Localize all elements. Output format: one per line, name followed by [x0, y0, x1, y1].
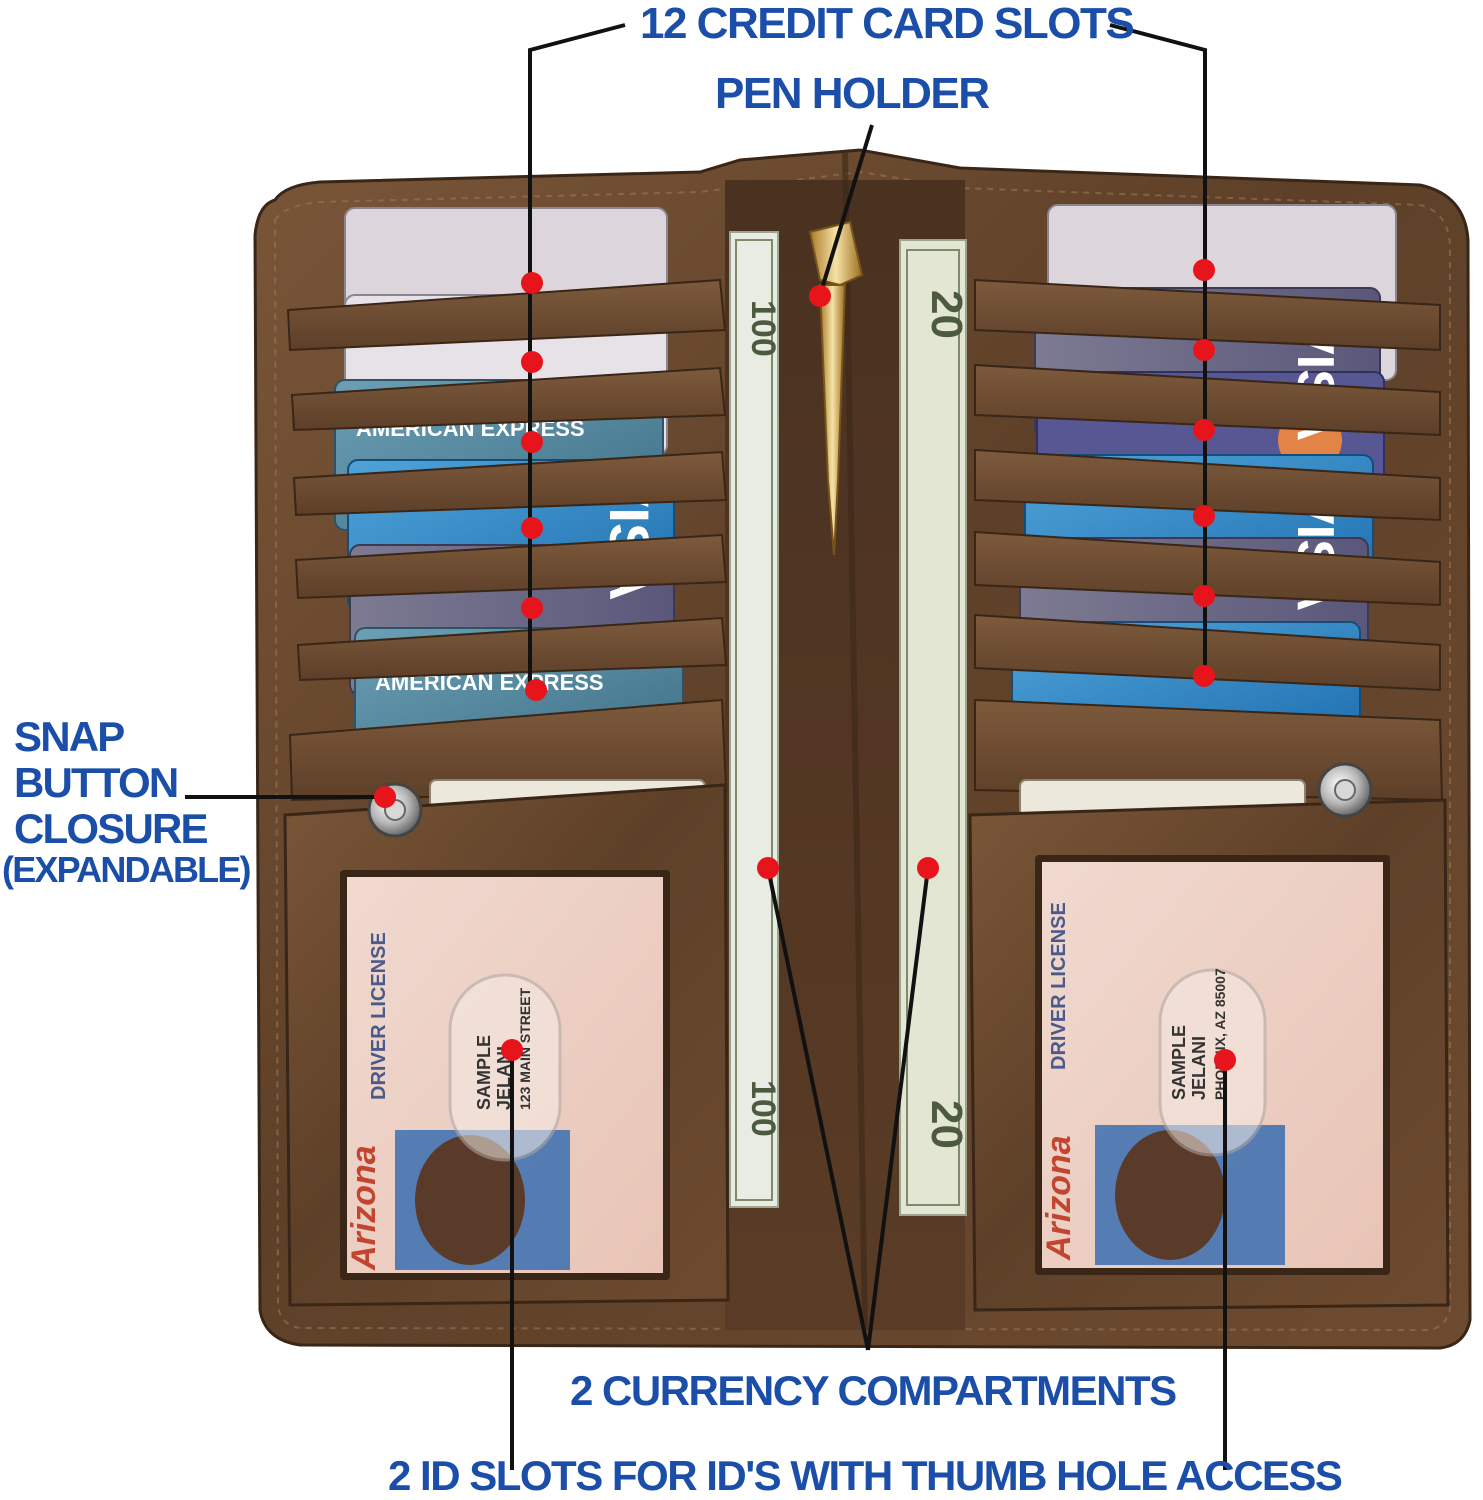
- marker-dot: [809, 285, 831, 307]
- license-name: JELANI: [494, 1046, 514, 1110]
- marker-dot: [521, 431, 543, 453]
- snap-label-line: SNAP: [14, 713, 125, 760]
- marker-dot: [1193, 339, 1215, 361]
- marker-dot: [501, 1039, 523, 1061]
- marker-dot: [521, 272, 543, 294]
- marker-dot: [917, 857, 939, 879]
- license-name: JELANI: [1189, 1036, 1209, 1100]
- license-name: SAMPLE: [1169, 1025, 1189, 1100]
- id-slots-label: 2 ID SLOTS FOR ID'S WITH THUMB HOLE ACCE…: [388, 1452, 1343, 1499]
- license-title: DRIVER LICENSE: [1048, 902, 1070, 1070]
- right-id-window: DRIVER LICENSE Arizona SAMPLE JELANI PHO…: [1035, 855, 1390, 1275]
- marker-dot: [525, 679, 547, 701]
- marker-dot: [1193, 419, 1215, 441]
- pen-holder-label: PEN HOLDER: [715, 69, 990, 118]
- annotation-lines: [185, 23, 1227, 1470]
- right-bill: 20 20: [899, 239, 971, 1216]
- license-state: Arizona: [345, 1145, 383, 1271]
- svg-text:100: 100: [744, 1080, 782, 1137]
- snap-label-line: CLOSURE: [14, 805, 209, 852]
- marker-dot: [521, 351, 543, 373]
- marker-dot: [1193, 585, 1215, 607]
- left-bill: 100 100: [729, 231, 782, 1208]
- marker-dot: [1193, 259, 1215, 281]
- annotation-markers: [374, 259, 1236, 1071]
- marker-dot: [1193, 665, 1215, 687]
- marker-dot: [521, 597, 543, 619]
- marker-dot: [1193, 505, 1215, 527]
- svg-text:20: 20: [922, 1100, 971, 1149]
- left-id-window: DRIVER LICENSE Arizona SAMPLE JELANI 123…: [340, 870, 670, 1280]
- marker-dot: [521, 517, 543, 539]
- currency-compartments-label: 2 CURRENCY COMPARTMENTS: [570, 1367, 1177, 1414]
- snap-expandable-label: (EXPANDABLE): [2, 849, 252, 890]
- snap-label-line: BUTTON: [14, 759, 179, 806]
- snap-closure-label: SNAP BUTTON CLOSURE: [14, 713, 209, 852]
- marker-dot: [374, 786, 396, 808]
- license-name: SAMPLE: [474, 1035, 494, 1110]
- svg-text:20: 20: [922, 290, 971, 339]
- svg-text:100: 100: [744, 300, 782, 357]
- license-title: DRIVER LICENSE: [368, 932, 390, 1100]
- marker-dot: [1214, 1049, 1236, 1071]
- snap-button-right: [1317, 762, 1373, 818]
- credit-card-slots-label: 12 CREDIT CARD SLOTS: [640, 0, 1135, 48]
- license-address: 123 MAIN STREET: [517, 987, 533, 1110]
- marker-dot: [757, 857, 779, 879]
- license-state: Arizona: [1040, 1135, 1078, 1261]
